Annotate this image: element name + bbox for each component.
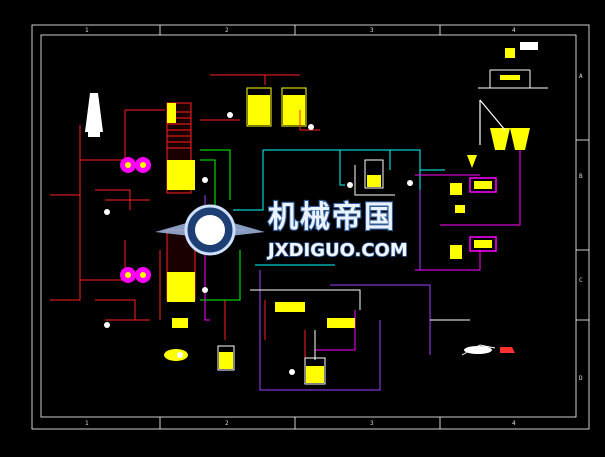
- right-grid-letter: B: [579, 173, 583, 180]
- watermark-chinese: 机械帝国: [268, 200, 396, 235]
- bottom-grid-number: 4: [512, 420, 516, 427]
- reactors: [450, 177, 497, 259]
- right-grid-letter: C: [579, 277, 583, 284]
- sludge-disposal: [461, 344, 515, 356]
- inner-frame: [40, 34, 577, 418]
- sedimentation-tanks: [164, 302, 355, 385]
- watermark: JX 机械帝国 JXDIGUO.COM: [155, 199, 409, 262]
- top-grid-number: 3: [370, 27, 374, 34]
- heater-units: [120, 157, 151, 283]
- top-grid-number: 1: [85, 27, 89, 34]
- bottom-grid-number: 2: [225, 420, 229, 427]
- watermark-logo: JX: [155, 204, 265, 256]
- right-grid-letter: D: [579, 375, 583, 382]
- tower-sump: [167, 272, 195, 302]
- top-grid-number: 4: [512, 27, 516, 34]
- pump-markers: [104, 112, 413, 375]
- watermark-latin: JXDIGUO.COM: [266, 240, 408, 261]
- flue-gas-piping: [50, 74, 306, 375]
- central-separator: [364, 159, 384, 189]
- bottom-grid-number: 3: [370, 420, 374, 427]
- grid-labels: 1 2 3 4 1 2 3 4 A B C D: [85, 27, 583, 427]
- top-grid-number: 2: [225, 27, 229, 34]
- drawing-frame: [31, 24, 590, 430]
- process-piping: [200, 110, 521, 391]
- outer-frame: [31, 24, 590, 430]
- tower-sump: [167, 160, 195, 190]
- right-grid-letter: A: [579, 73, 583, 80]
- feed-hoppers: [467, 42, 548, 168]
- watermark-logo-text: JX: [202, 224, 219, 238]
- chimney-stack: [85, 93, 103, 137]
- truck-icon: [500, 347, 515, 353]
- bottom-grid-number: 1: [85, 420, 89, 427]
- absorption-towers: [166, 102, 196, 302]
